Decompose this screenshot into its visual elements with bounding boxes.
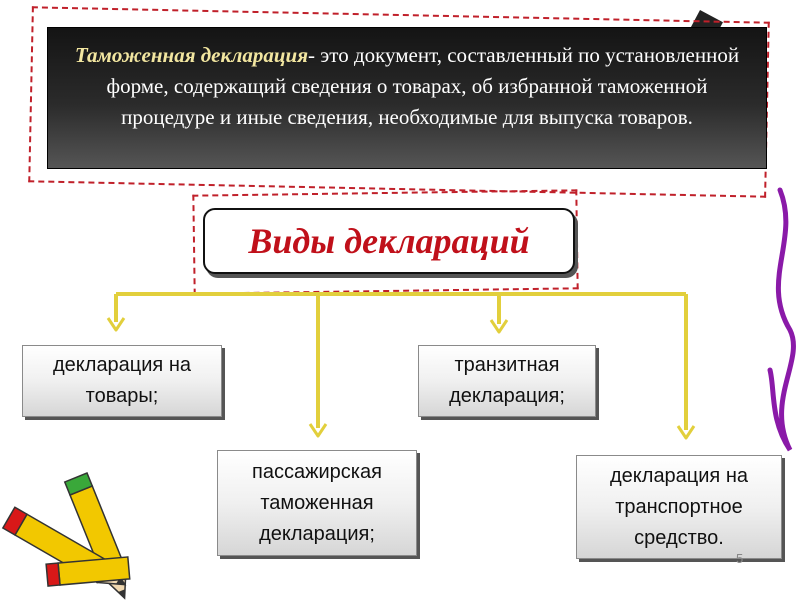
item-transit-declaration: транзитная декларация;: [418, 345, 596, 417]
definition-text: - это документ, составленный по установл…: [106, 43, 740, 129]
definition-box: Таможенная декларация- это документ, сос…: [48, 28, 766, 168]
page-number: 5: [736, 551, 744, 566]
title-box: Виды деклараций: [203, 208, 575, 274]
section-title: Виды деклараций: [248, 221, 530, 261]
definition-term: Таможенная декларация: [74, 43, 309, 67]
item-passenger-declaration: пассажирская таможенная декларация;: [217, 450, 417, 556]
item-goods-declaration: декларация на товары;: [22, 345, 222, 417]
item-vehicle-declaration: декларация на транспортное средство.: [576, 455, 782, 559]
